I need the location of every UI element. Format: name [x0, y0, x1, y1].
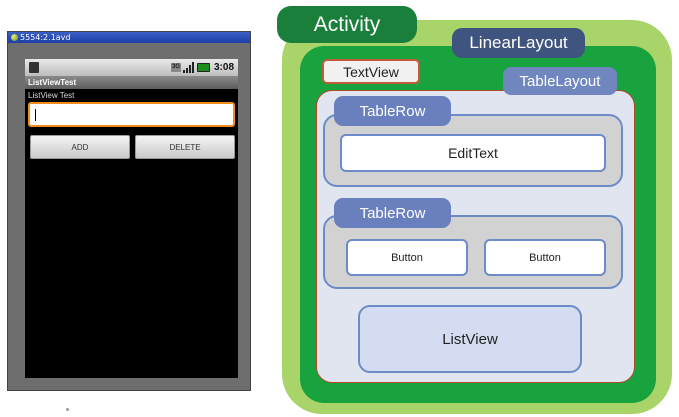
- button-2-box: Button: [484, 239, 606, 276]
- edittext-box: EditText: [340, 134, 606, 172]
- phone-screen: 3G 3:08 ListViewTest ListView Test ADD D…: [25, 59, 238, 378]
- button-row: ADD DELETE: [30, 135, 235, 159]
- tablerow-2-label: TableRow: [334, 198, 451, 228]
- text-input-field[interactable]: [28, 102, 235, 127]
- tablelayout-label: TableLayout: [503, 67, 617, 95]
- emulator-orb-icon: [11, 34, 18, 41]
- signal-strength-icon: [182, 62, 195, 73]
- listview-label: ListView Test: [28, 91, 75, 100]
- delete-button[interactable]: DELETE: [135, 135, 235, 159]
- emulator-titlebar[interactable]: 5554:2.1avd: [8, 32, 250, 43]
- battery-icon: [196, 63, 210, 72]
- emulator-window: 5554:2.1avd 3G 3:08 ListViewTest ListVie…: [7, 31, 251, 391]
- status-icons: 3G 3:08: [170, 62, 234, 73]
- add-button[interactable]: ADD: [30, 135, 130, 159]
- tablerow-1-label: TableRow: [334, 96, 451, 126]
- button-1-box: Button: [346, 239, 468, 276]
- listview-box: ListView: [358, 305, 582, 373]
- text-caret: [35, 109, 36, 121]
- activity-label: Activity: [277, 6, 417, 43]
- linearlayout-label: LinearLayout: [452, 28, 585, 58]
- network-type-icon: 3G: [170, 63, 181, 72]
- textview-box: TextView: [322, 59, 420, 84]
- status-clock: 3:08: [213, 62, 234, 73]
- phone-status-bar: 3G 3:08: [25, 59, 238, 76]
- emulator-title: 5554:2.1avd: [20, 33, 71, 42]
- stray-dot: [66, 408, 69, 411]
- sim-card-icon: [29, 62, 39, 73]
- app-title: ListViewTest: [25, 76, 238, 89]
